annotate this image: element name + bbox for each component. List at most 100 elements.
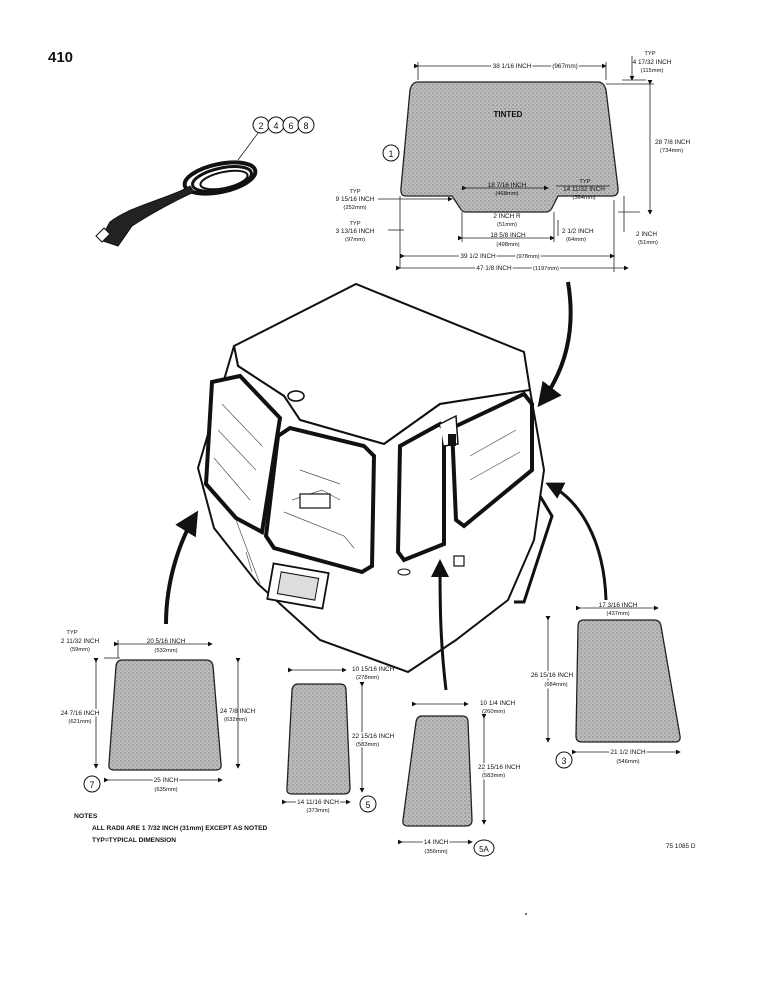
door-hinge-icon — [448, 434, 456, 446]
rear-center-notch-mm: (468mm) — [495, 191, 518, 197]
notes-line-2: TYP=TYPICAL DIMENSION — [92, 837, 176, 844]
arrow-left-icon — [164, 510, 199, 625]
page-number: 410 — [48, 49, 73, 66]
pointer-arrows — [164, 281, 608, 691]
door-lower-glass-panel — [402, 715, 473, 827]
door-bottom-width-mm: (356mm) — [424, 849, 447, 855]
right-top-width-mm: (437mm) — [606, 611, 629, 617]
door-top-width: 10 1/4 INCH — [480, 700, 516, 707]
left-side-window: TYP 2 11/32 INCH (59mm) 20 5/16 INCH (53… — [59, 630, 256, 793]
rear-notch-width-mm: (498mm) — [496, 242, 519, 248]
part-callout-1 — [382, 144, 400, 162]
grab-handle — [514, 495, 554, 604]
rear-glass-panel — [400, 81, 619, 213]
notes-heading: NOTES — [74, 813, 98, 820]
rear-mid-width-mm: (978mm) — [516, 254, 539, 260]
rear-left-height: 9 15/16 INCH — [336, 196, 375, 203]
callout-8: 8 — [303, 121, 308, 131]
front-lower-window: 10 15/16 INCH (278mm) 22 15/16 INCH (583… — [282, 666, 396, 814]
roof-beacon-icon — [287, 390, 305, 402]
front-bottom-width-mm: (373mm) — [306, 808, 329, 814]
rear-left-step: 3 13/16 INCH — [336, 228, 375, 235]
door-lower-window: 10 1/4 INCH (260mm) 22 15/16 INCH (583mm… — [398, 700, 522, 857]
door-bottom-width: 14 INCH — [424, 839, 449, 846]
door-latch-icon — [453, 555, 465, 567]
rear-height: 28 7/8 INCH — [655, 139, 691, 146]
door-top-width-mm: (260mm) — [482, 709, 505, 715]
drawing-code: 75 1085 D — [666, 843, 696, 850]
cab-right-window — [449, 391, 534, 529]
rear-right-notch: 14 11/32 INCH — [563, 186, 605, 193]
cab-door-window — [395, 421, 446, 563]
rear-notch-depth: 2 1/2 INCH — [562, 228, 594, 235]
part-number-3: 3 — [561, 756, 566, 766]
left-bottom-width-mm: (635mm) — [154, 787, 177, 793]
rear-mid-width: 39 1/2 INCH — [460, 253, 496, 260]
left-bottom-width: 25 INCH — [154, 777, 179, 784]
tinted-label: TINTED — [494, 110, 523, 119]
front-top-width-mm: (278mm) — [356, 675, 379, 681]
part-callout-3 — [555, 751, 573, 769]
left-right-height: 24 7/8 INCH — [220, 708, 256, 715]
door-height-mm: (583mm) — [482, 773, 505, 779]
front-bottom-width: 14 11/16 INCH — [297, 799, 339, 806]
rear-center-notch: 18 7/16 INCH — [488, 182, 527, 189]
part-number-5a: 5A — [479, 845, 489, 854]
callout-4: 4 — [273, 121, 278, 131]
rear-window: TINTED 1 38 1/16 INCH (967mm) TYP 4 17/3… — [336, 51, 691, 274]
part-callout-7 — [83, 775, 101, 793]
arrow-door-icon — [431, 559, 450, 691]
rear-right-step-mm: (51mm) — [638, 240, 658, 246]
notes: NOTES ALL RADII ARE 1 7/32 INCH (31mm) E… — [74, 813, 267, 844]
seal-end-icon — [99, 185, 195, 247]
rear-typ-top: TYP — [644, 51, 655, 57]
rear-left-height-mm: (252mm) — [343, 205, 366, 211]
rear-typ-left: TYP — [349, 189, 360, 195]
notes-line-1: ALL RADII ARE 1 7/32 INCH (31mm) EXCEPT … — [92, 825, 267, 832]
rear-typ-left2: TYP — [349, 221, 360, 227]
rear-bottom-width-mm: (1197mm) — [533, 266, 559, 272]
rear-notch-depth-mm: (64mm) — [566, 237, 586, 243]
right-glass-panel — [575, 619, 681, 743]
right-height-mm: (684mm) — [544, 682, 567, 688]
rear-notch-width: 18 5/8 INCH — [490, 232, 526, 239]
left-top-width-mm: (532mm) — [154, 648, 177, 654]
arrow-rear-icon — [537, 281, 573, 408]
rear-right-step: 2 INCH — [636, 231, 657, 238]
part-callout-5 — [359, 795, 377, 813]
left-corner: 2 11/32 INCH — [61, 638, 100, 645]
left-top-width: 20 5/16 INCH — [147, 638, 186, 645]
seal-kit: 2 4 6 8 — [95, 116, 315, 247]
arrow-right-icon — [545, 482, 608, 601]
right-bottom-width: 21 1/2 INCH — [610, 749, 646, 756]
rear-right-notch-mm: (364mm) — [572, 195, 595, 201]
rear-height-mm: (734mm) — [660, 148, 683, 154]
door-height: 22 15/16 INCH — [478, 764, 521, 771]
rear-typ-top-dim: 4 17/32 INCH — [633, 59, 672, 66]
operator-cab — [196, 282, 554, 674]
right-side-window: 17 3/16 INCH (437mm) 26 15/16 INCH (684m… — [529, 602, 681, 769]
callout-2: 2 — [258, 121, 263, 131]
rear-radius: 2 INCH R — [493, 213, 521, 220]
right-top-width: 17 3/16 INCH — [599, 602, 638, 609]
front-height: 22 15/16 INCH — [352, 733, 395, 740]
front-top-width: 10 15/16 INCH — [352, 666, 395, 673]
left-typ: TYP — [66, 630, 77, 636]
rear-left-step-mm: (97mm) — [345, 237, 365, 243]
right-bottom-width-mm: (546mm) — [616, 759, 639, 765]
rear-top-width: 38 1/16 INCH — [493, 63, 532, 70]
left-left-height-mm: (621mm) — [68, 719, 91, 725]
front-lower-glass-panel — [286, 683, 351, 795]
right-height: 26 15/16 INCH — [531, 672, 574, 679]
left-left-height: 24 7/16 INCH — [61, 710, 100, 717]
part-number-5: 5 — [365, 800, 370, 810]
seal-callouts: 2 4 6 8 — [237, 116, 315, 161]
part-number-1: 1 — [388, 149, 393, 159]
callout-6: 6 — [288, 121, 293, 131]
seal-coil-icon — [182, 160, 258, 196]
rear-typ-right: TYP — [579, 179, 590, 185]
cab-left-window — [203, 373, 283, 536]
rear-radius-mm: (51mm) — [497, 222, 517, 228]
rear-bottom-width: 47 1/8 INCH — [476, 265, 512, 272]
